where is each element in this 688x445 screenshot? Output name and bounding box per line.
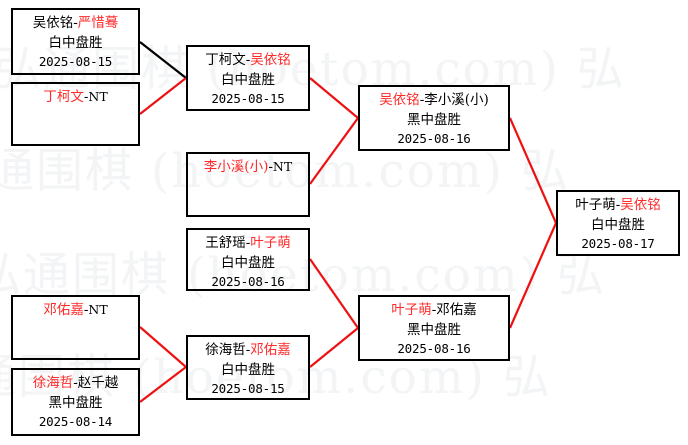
player-separator: -	[431, 302, 437, 318]
match-result: 白中盘胜	[221, 254, 275, 271]
player-left[interactable]: 丁柯文	[205, 52, 246, 68]
player-right[interactable]: 吴依铭	[620, 197, 661, 213]
match-date: 2025-08-15	[211, 381, 285, 397]
player-left[interactable]: 吴依铭	[379, 92, 420, 108]
player-left[interactable]: 李小溪(小)	[203, 159, 269, 175]
connector-line	[309, 258, 359, 329]
match-result: 白中盘胜	[591, 216, 645, 233]
match-players: 叶子萌-邓佑嘉	[360, 301, 508, 321]
connector-line	[508, 222, 558, 329]
match-players: 李小溪(小)-NT	[188, 158, 308, 178]
match-result: 白中盘胜	[221, 361, 275, 378]
player-right[interactable]: 吴依铭	[250, 52, 291, 68]
match-date: 2025-08-16	[397, 131, 471, 147]
match-players: 徐海哲-邓佑嘉	[188, 341, 308, 361]
player-right[interactable]: 赵千越	[77, 375, 119, 391]
match-box-r2-m2[interactable]: 李小溪(小)-NT	[186, 152, 310, 217]
connector-line	[309, 117, 359, 185]
match-box-r1-m3[interactable]: 邓佑嘉-NT	[11, 295, 140, 360]
match-players: 丁柯文-吴依铭	[188, 51, 308, 71]
match-result: 黑中盘胜	[48, 394, 103, 411]
match-box-r1-m2[interactable]: 丁柯文-NT	[11, 82, 140, 146]
connector-line	[309, 327, 359, 368]
player-left[interactable]: 徐海哲	[205, 342, 246, 358]
connector-line	[139, 77, 187, 115]
match-result: 黑中盘胜	[407, 321, 461, 338]
player-separator: -	[245, 235, 251, 251]
connector-line	[508, 117, 558, 224]
player-separator: -	[419, 92, 425, 108]
player-left[interactable]: 丁柯文	[43, 89, 84, 105]
match-players: 吴依铭-严惜蓦	[13, 14, 138, 34]
connector-line	[139, 366, 187, 403]
player-separator: -	[615, 197, 621, 213]
player-right[interactable]: 邓佑嘉	[250, 342, 291, 358]
player-separator: -	[73, 375, 78, 391]
match-result: 白中盘胜	[48, 34, 103, 51]
no-opponent-label: NT	[88, 89, 108, 104]
no-opponent-label: NT	[88, 302, 108, 317]
player-right[interactable]: 邓佑嘉	[436, 302, 477, 318]
player-separator: -	[73, 15, 78, 31]
match-result: 黑中盘胜	[407, 111, 461, 128]
connector-line	[139, 326, 187, 368]
match-players: 叶子萌-吴依铭	[558, 196, 678, 216]
match-date: 2025-08-16	[211, 274, 285, 290]
player-separator: -	[83, 302, 89, 318]
match-date: 2025-08-15	[211, 91, 285, 107]
no-opponent-label: NT	[272, 159, 293, 174]
player-left[interactable]: 邓佑嘉	[43, 302, 84, 318]
match-date: 2025-08-15	[38, 54, 113, 70]
player-separator: -	[83, 89, 89, 105]
connector-line	[309, 77, 359, 119]
player-left[interactable]: 王舒瑶	[205, 235, 246, 251]
player-separator: -	[245, 52, 251, 68]
match-players: 徐海哲-赵千越	[13, 374, 138, 394]
match-players: 吴依铭-李小溪(小)	[360, 91, 508, 111]
player-left[interactable]: 叶子萌	[391, 302, 432, 318]
match-players: 邓佑嘉-NT	[13, 301, 138, 321]
player-left[interactable]: 徐海哲	[32, 375, 74, 391]
player-left[interactable]: 叶子萌	[575, 197, 616, 213]
player-separator: -	[268, 159, 273, 175]
match-date: 2025-08-17	[581, 236, 655, 252]
player-left[interactable]: 吴依铭	[32, 15, 74, 31]
player-separator: -	[245, 342, 251, 358]
match-players: 丁柯文-NT	[13, 88, 138, 108]
match-result: 白中盘胜	[221, 71, 275, 88]
match-players: 王舒瑶-叶子萌	[188, 234, 308, 254]
player-right[interactable]: 叶子萌	[250, 235, 291, 251]
player-right[interactable]: 严惜蓦	[77, 15, 119, 31]
player-right[interactable]: 李小溪(小)	[424, 92, 489, 108]
match-date: 2025-08-16	[397, 341, 471, 357]
connector-line	[139, 41, 187, 79]
match-date: 2025-08-14	[38, 414, 113, 430]
